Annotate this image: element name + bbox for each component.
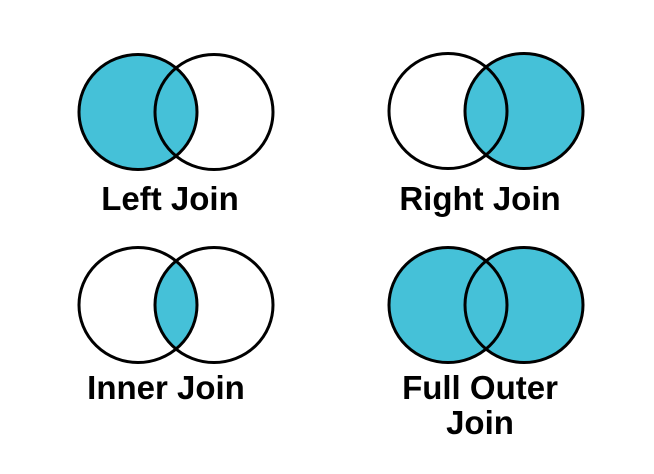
right-set-fill xyxy=(465,53,583,169)
right-circle-outline xyxy=(463,52,585,170)
venn-right-join xyxy=(386,49,586,173)
right-set-fill xyxy=(465,247,583,363)
right-circle-outline xyxy=(153,246,275,364)
left-circle-outline xyxy=(387,246,509,364)
venn-svg-inner-join xyxy=(77,246,275,364)
left-circle-outline xyxy=(77,246,199,364)
intersection-fill xyxy=(155,247,197,363)
venn-left-join xyxy=(76,50,276,174)
venn-full-outer-join xyxy=(386,243,586,367)
venn-svg-right-join xyxy=(387,52,585,170)
right-circle-outline xyxy=(153,53,275,171)
right-circle-outline xyxy=(463,246,585,364)
label-right-join: Right Join xyxy=(399,180,561,217)
venn-svg-left-join xyxy=(77,53,275,171)
venn-svg-full-outer-join xyxy=(387,246,585,364)
label-full-outer-join: Full Outer Join xyxy=(402,369,558,441)
venn-inner-join xyxy=(76,243,276,367)
left-circle-outline xyxy=(387,52,509,170)
left-circle-outline xyxy=(77,53,199,171)
label-left-join: Left Join xyxy=(101,180,239,217)
label-inner-join: Inner Join xyxy=(87,369,245,406)
left-set-fill xyxy=(79,54,197,170)
